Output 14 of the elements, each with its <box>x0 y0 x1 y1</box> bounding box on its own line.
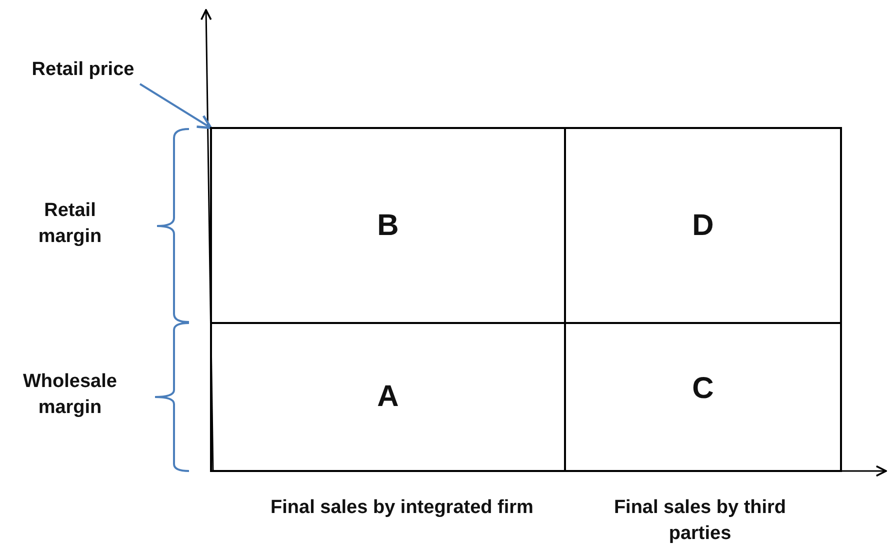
area-letter: D <box>692 208 714 242</box>
area-letter: C <box>692 372 714 406</box>
area-letter: B <box>377 208 399 242</box>
axis-label: Wholesale margin <box>22 370 118 420</box>
axis-label: Retail price <box>32 59 134 81</box>
axis-label: Final sales by integrated firm <box>270 496 534 520</box>
arrow <box>139 83 212 130</box>
axis-label: Final sales by third parties <box>612 496 788 546</box>
axis-label: Retail margin <box>37 199 103 249</box>
area-letter: A <box>377 380 399 414</box>
area-box <box>564 127 842 324</box>
area-box <box>564 322 842 472</box>
area-box <box>210 322 566 472</box>
area-box <box>210 127 566 324</box>
